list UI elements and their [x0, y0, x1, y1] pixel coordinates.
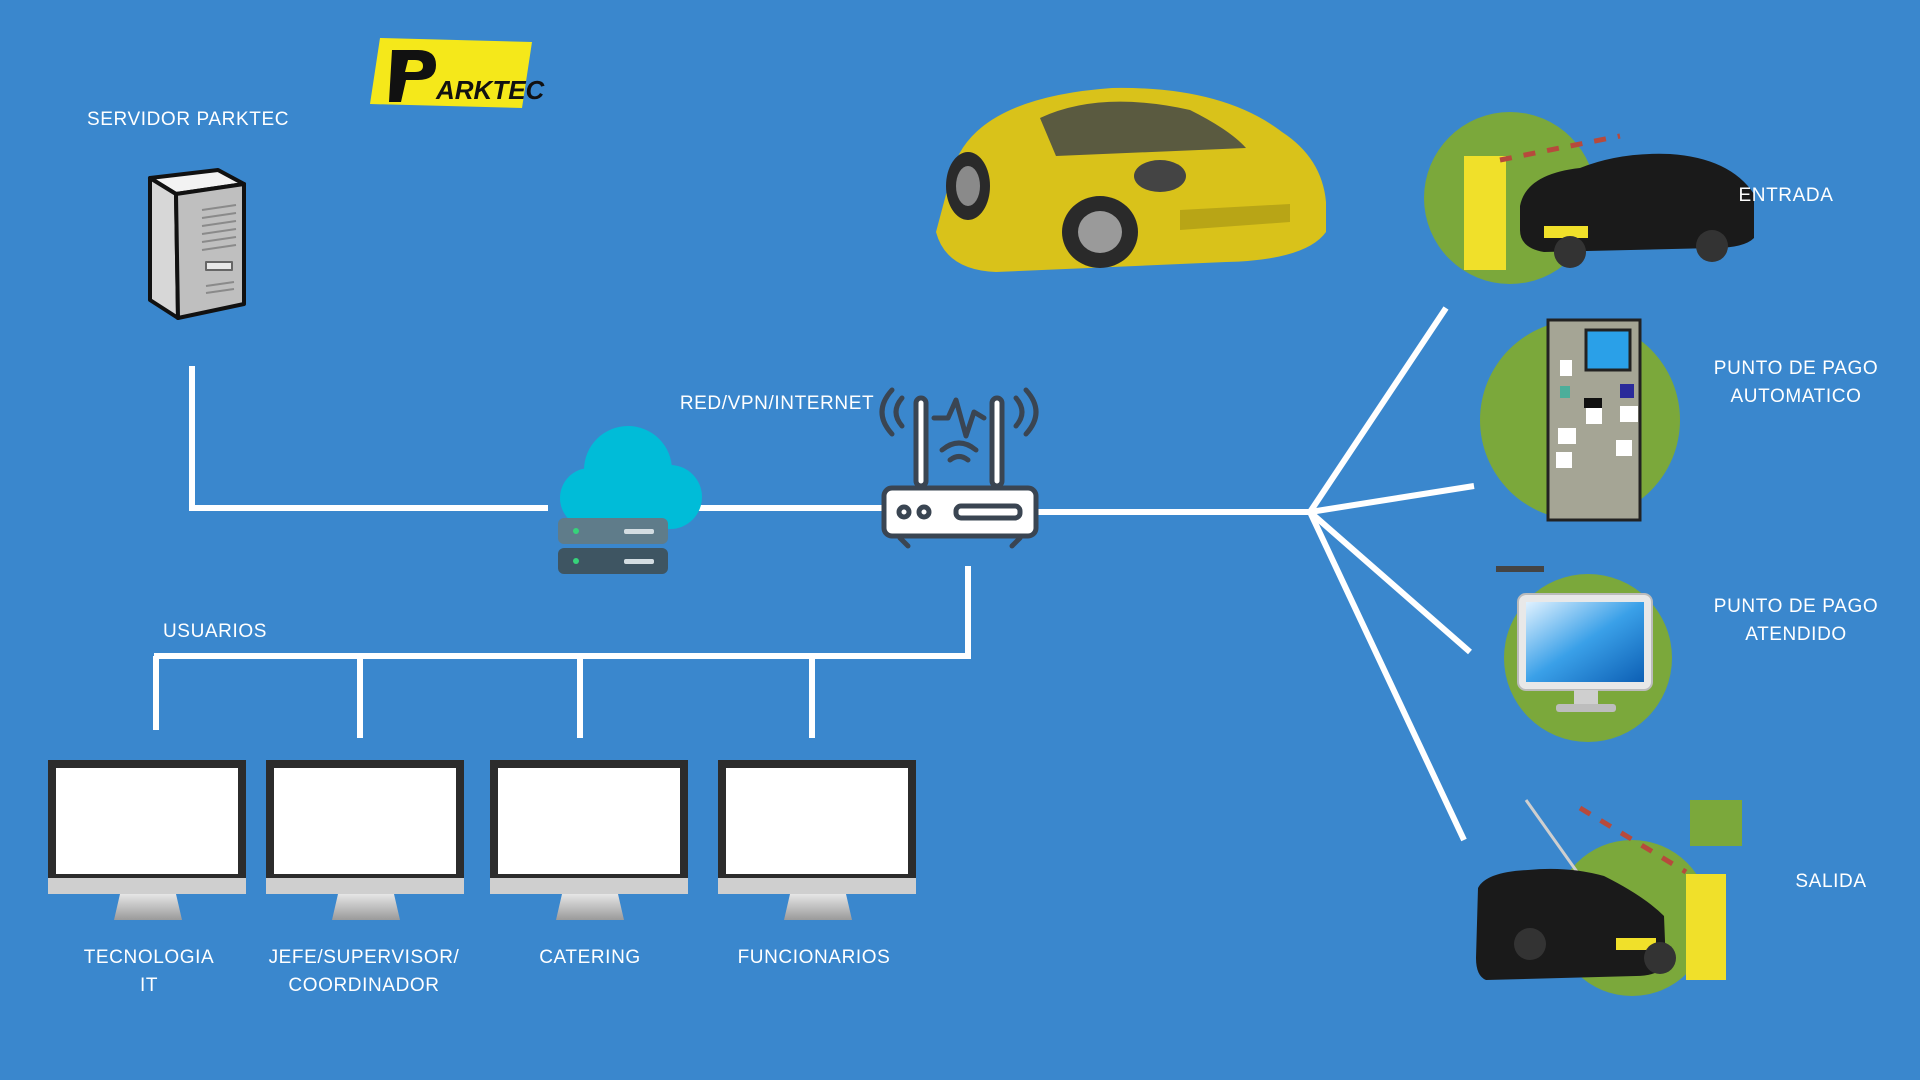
- line-hub-pago-atendido: [1308, 509, 1472, 655]
- device-label-pago-atendido-line1: PUNTO DE PAGO: [1713, 596, 1879, 617]
- monitor-catering-icon: [490, 760, 688, 920]
- device-label-pago-automatico: PUNTO DE PAGO AUTOMATICO: [1700, 355, 1892, 411]
- user-group-funcionarios-line1: FUNCIONARIOS: [737, 947, 891, 968]
- device-label-entrada-line1: ENTRADA: [1738, 185, 1834, 206]
- line-server-cloud: [189, 366, 548, 511]
- user-group-catering: CATERING: [500, 944, 680, 972]
- line-hub-entrada: [1307, 306, 1449, 514]
- device-label-salida: SALIDA: [1756, 868, 1906, 896]
- connection-lines: [153, 306, 1475, 842]
- network-label: RED/VPN/INTERNET: [679, 393, 875, 414]
- yellow-car-image: [936, 87, 1326, 273]
- monitor-funcionarios-icon: [718, 760, 916, 920]
- router-icon: [879, 387, 1039, 549]
- user-group-tecnologia-line1: TECNOLOGIA: [83, 947, 215, 968]
- entrada-barrier-image: [1424, 112, 1754, 284]
- line-hub-pago-auto: [1309, 483, 1475, 515]
- parktec-logo: ARKTEC: [370, 38, 546, 108]
- user-group-tecnologia-line2: IT: [139, 975, 159, 996]
- device-label-pago-atendido-line2: ATENDIDO: [1745, 624, 1847, 645]
- monitor-tecnologia-icon: [48, 760, 246, 920]
- device-label-entrada: ENTRADA: [1706, 182, 1866, 210]
- salida-barrier-image: [1476, 799, 1742, 996]
- cloud-storage-icon: [558, 426, 702, 574]
- device-label-salida-line1: SALIDA: [1795, 871, 1867, 892]
- user-group-tecnologia: TECNOLOGIA IT: [54, 944, 244, 1000]
- users-label: USUARIOS: [162, 621, 268, 642]
- device-label-pago-atendido: PUNTO DE PAGO ATENDIDO: [1700, 593, 1892, 649]
- user-group-jefe-line1: JEFE/SUPERVISOR/: [268, 947, 460, 968]
- pago-automatico-kiosk-image: [1480, 318, 1680, 522]
- user-group-jefe-line2: COORDINADOR: [288, 975, 440, 996]
- line-hub-salida: [1307, 510, 1467, 842]
- pago-atendido-monitor-image: [1496, 566, 1672, 742]
- server-label: SERVIDOR PARKTEC: [86, 109, 290, 130]
- device-label-pago-automatico-line1: PUNTO DE PAGO: [1713, 358, 1879, 379]
- device-label-pago-automatico-line2: AUTOMATICO: [1730, 386, 1862, 407]
- user-group-funcionarios: FUNCIONARIOS: [712, 944, 916, 972]
- user-group-catering-line1: CATERING: [539, 947, 641, 968]
- monitor-jefe-icon: [266, 760, 464, 920]
- logo-text: ARKTEC: [435, 75, 546, 105]
- line-router-users: [154, 566, 971, 659]
- user-group-jefe: JEFE/SUPERVISOR/ COORDINADOR: [254, 944, 474, 1000]
- server-icon: [148, 168, 246, 320]
